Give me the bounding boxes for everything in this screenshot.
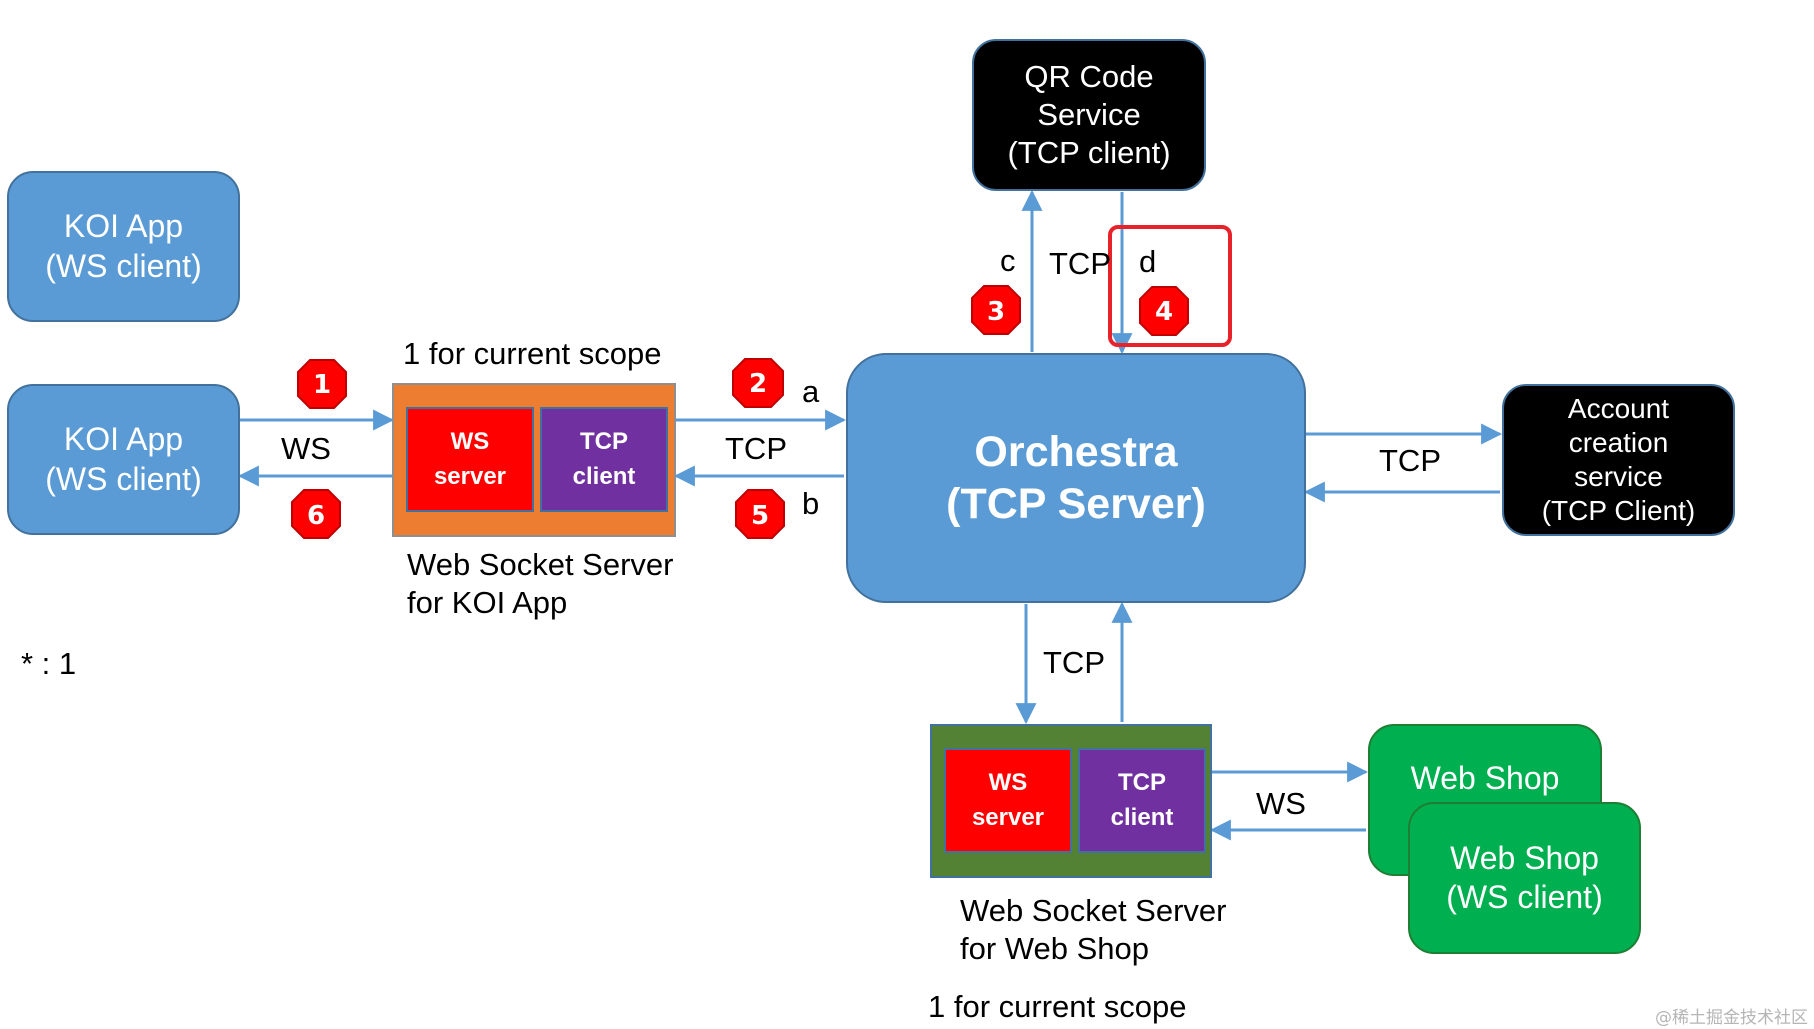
web-shop-role: (WS client) (1446, 879, 1603, 915)
koi-app-box-top: KOI App (WS client) (7, 171, 240, 322)
shop-server-caption: Web Socket Server for Web Shop (960, 892, 1226, 968)
web-shop-box: Web Shop (WS client) (1408, 802, 1641, 954)
koi-tcp-client-line2: client (572, 462, 636, 490)
label-tcp-account: TCP (1379, 443, 1441, 478)
koi-app-box: KOI App (WS client) (7, 384, 240, 535)
badge-3: 3 (971, 285, 1021, 335)
account-service-line3: service (1574, 461, 1663, 492)
koi-server-caption: Web Socket Server for KOI App (407, 546, 673, 622)
label-a: a (802, 374, 820, 409)
badge-1-label: 1 (313, 370, 331, 400)
highlight-box-d (1108, 225, 1232, 347)
shop-tcp-client-block: TCP client (1078, 748, 1206, 853)
label-ws-shop: WS (1256, 786, 1306, 821)
badge-3-label: 3 (987, 297, 1005, 327)
shop-ws-server-line1: WS (988, 768, 1028, 796)
koi-server-caption-line2: for KOI App (407, 584, 568, 620)
koi-ws-server-line2: server (433, 462, 507, 490)
shop-ws-server-line2: server (971, 803, 1045, 831)
qr-code-service-box: QR Code Service (TCP client) (972, 39, 1206, 191)
account-service-line4: (TCP Client) (1541, 495, 1696, 527)
badge-2-label: 2 (749, 369, 767, 399)
koi-scope-label: 1 for current scope (403, 336, 662, 371)
qr-service-line2: Service (1037, 97, 1141, 133)
badge-5: 5 (735, 489, 785, 539)
badge-4: 4 (1139, 286, 1189, 336)
watermark: @稀土掘金技术社区 (1655, 1008, 1808, 1028)
koi-app-top-role: (WS client) (45, 247, 202, 284)
label-tcp-koi-orchestra: TCP (725, 431, 787, 466)
orchestra-name: Orchestra (974, 427, 1178, 476)
label-tcp-qr: TCP (1049, 246, 1111, 281)
shop-scope-label: 1 for current scope (928, 989, 1187, 1024)
qr-service-line3: (TCP client) (1007, 134, 1171, 170)
koi-tcp-client-line1: TCP (580, 427, 628, 455)
shop-server-caption-line2: for Web Shop (960, 930, 1149, 966)
shop-server-caption-line1: Web Socket Server (960, 893, 1227, 928)
badge-4-label: 4 (1155, 297, 1173, 327)
shop-ws-server-block: WS server (944, 748, 1072, 853)
account-creation-service-box: Account creation service (TCP Client) (1502, 384, 1735, 536)
koi-app-top-name: KOI App (63, 208, 184, 245)
qr-service-line1: QR Code (1024, 59, 1154, 95)
koi-server-caption-line1: Web Socket Server (407, 547, 674, 582)
label-tcp-shop: TCP (1043, 645, 1105, 680)
shop-tcp-client-line2: client (1110, 803, 1174, 831)
web-shop-back-name: Web Shop (1410, 760, 1560, 796)
koi-ws-server-block: WS server (406, 407, 534, 512)
orchestra-role: (TCP Server) (946, 480, 1206, 528)
label-ratio: * : 1 (21, 646, 77, 681)
badge-6-label: 6 (307, 501, 325, 531)
account-service-line2: creation (1568, 426, 1669, 458)
account-service-line1: Account (1567, 392, 1670, 424)
orchestra-box: Orchestra (TCP Server) (846, 353, 1306, 603)
label-b: b (802, 486, 820, 521)
label-c: c (1000, 243, 1016, 278)
badge-1: 1 (297, 359, 347, 409)
koi-app-name: KOI App (63, 421, 184, 458)
label-ws-koi: WS (281, 431, 331, 466)
badge-6: 6 (291, 489, 341, 539)
koi-tcp-client-block: TCP client (540, 407, 668, 512)
badge-5-label: 5 (751, 501, 769, 531)
koi-ws-server-line1: WS (450, 427, 490, 455)
shop-tcp-client-line1: TCP (1118, 768, 1166, 796)
badge-2: 2 (732, 358, 784, 408)
web-shop-name: Web Shop (1450, 839, 1599, 876)
koi-app-role: (WS client) (45, 460, 202, 497)
label-d: d (1139, 244, 1157, 279)
